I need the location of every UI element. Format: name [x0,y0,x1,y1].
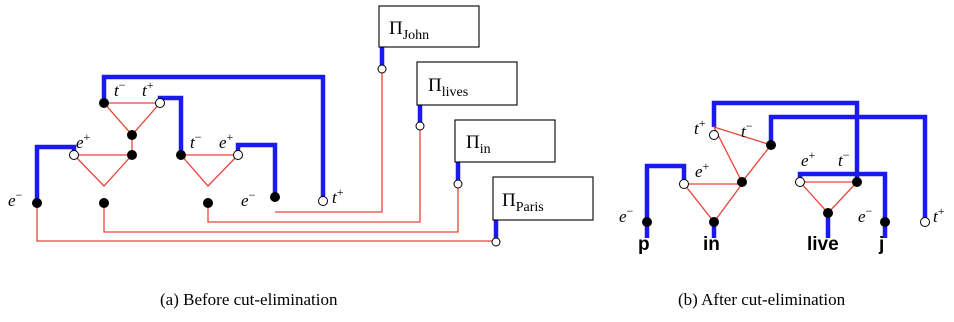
label-t-minus: t− [114,78,126,100]
node [880,217,890,227]
label-e-plus: e+ [219,130,234,152]
box-subscript: Paris [516,200,544,215]
box-pi-paris: ΠParis [492,176,594,221]
box-subscript: in [480,142,491,157]
pi-symbol: Π [389,18,403,39]
node [203,198,213,208]
node [795,177,805,187]
node [99,198,109,208]
pi-symbol: Π [502,190,516,211]
node [642,217,652,227]
node [737,177,747,187]
node [852,177,862,187]
node [32,198,42,208]
box-subscript: lives [442,85,468,100]
svg-text:Πin: Πin [466,132,491,157]
node [233,150,243,160]
wire-in [103,183,459,233]
node [270,192,280,202]
node [920,217,930,227]
wire-john [275,70,383,213]
node [491,237,501,247]
link-t-outer [101,74,326,200]
link-e-right [235,142,278,196]
label-t-minus: t− [838,148,850,170]
wire-paris [36,203,496,242]
label-e-minus: e− [858,204,873,226]
node [766,140,776,150]
label-t-minus: t− [190,130,202,152]
tensor-triangle-left [682,183,744,224]
node [453,179,463,189]
node [709,130,719,140]
label-e-plus: e+ [695,159,710,181]
label-e-plus: e+ [76,130,91,152]
node [823,208,833,218]
label-e-minus: e− [241,188,256,210]
label-e-plus: e+ [801,148,816,170]
word-p: p [638,234,650,255]
link-e-left [644,163,687,222]
label-t-plus: t+ [142,78,154,100]
pi-symbol: Π [466,132,480,153]
wire-lives [207,124,421,223]
label-t-minus: t− [741,119,753,141]
label-t-plus: t+ [332,185,344,207]
panel-b: t+ t− e+ e+ t− e− e− t+ p in live j (b) … [619,100,945,309]
word-j: j [878,234,884,255]
word-in: in [703,234,720,255]
tensor-triangle-top [102,102,162,136]
node [99,98,109,108]
link-e-left [34,144,77,203]
tensor-triangle-left [72,154,134,187]
tensor-triangle-right [179,154,240,187]
panel-a: ΠJohn Πlives Πin ΠParis t− t+ e+ t− e+ e… [8,5,594,309]
box-subscript: John [403,28,429,43]
box-pi-in: Πin [454,119,556,163]
node [127,150,137,160]
node [69,150,79,160]
link-t-long [768,114,928,220]
svg-text:Πlives: Πlives [428,75,468,100]
label-t-plus: t+ [694,116,706,138]
node [176,150,186,160]
label-t-plus: t+ [933,204,945,226]
svg-text:ΠParis: ΠParis [502,190,544,215]
word-live: live [807,234,839,255]
link-t-outer [711,100,860,182]
node [127,130,137,140]
box-pi-john: ΠJohn [378,5,480,48]
label-e-minus: e− [619,204,634,226]
tensor-triangle-top [712,125,773,184]
caption-a: (a) Before cut-elimination [160,290,338,309]
label-e-minus: e− [8,188,23,210]
node [318,196,328,206]
caption-b: (b) After cut-elimination [678,290,846,309]
node [709,217,719,227]
svg-text:ΠJohn: ΠJohn [389,18,429,43]
node [415,121,425,131]
box-pi-lives: Πlives [416,61,518,106]
node [377,64,387,74]
pi-symbol: Π [428,75,442,96]
node [155,98,165,108]
node [679,179,689,189]
tensor-triangle-right [798,181,859,214]
